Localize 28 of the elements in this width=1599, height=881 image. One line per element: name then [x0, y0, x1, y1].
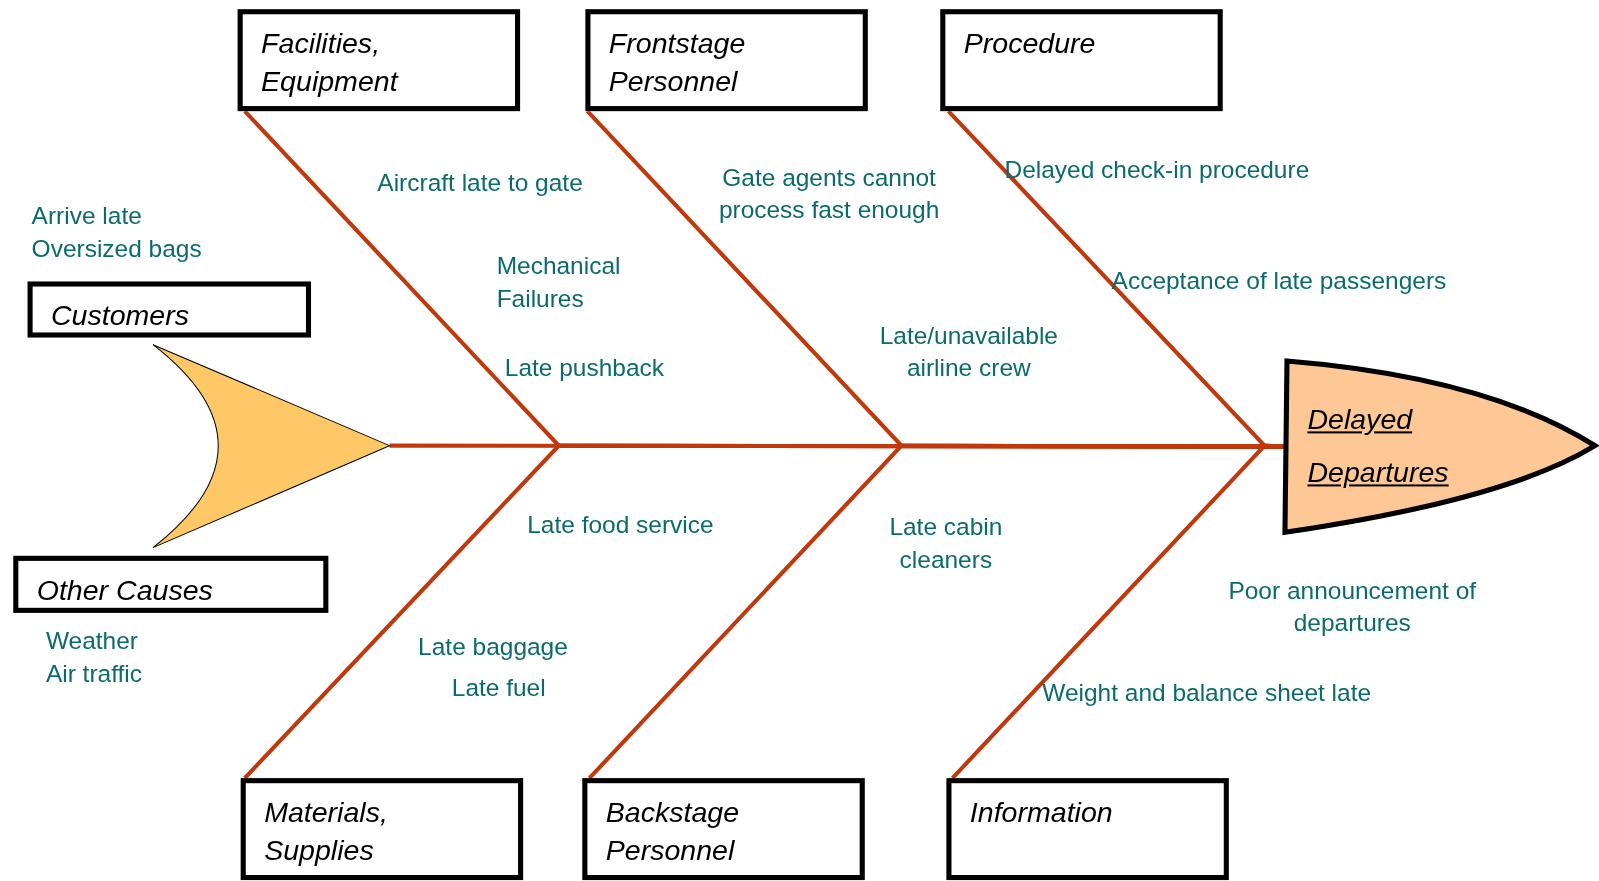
cause-text: Air traffic	[45, 658, 142, 690]
cause-text: Mechanical Failures	[496, 250, 622, 315]
cause-text: Poor announcement of departures	[1227, 575, 1478, 639]
cause-text: Late fuel	[451, 672, 546, 703]
fish-head-shape	[1282, 356, 1599, 537]
cause-text: Late/unavailable airline crew	[878, 320, 1059, 384]
cause-text: Aircraft late to gate	[377, 167, 583, 198]
cause-text: Delayed check-in procedure	[1004, 155, 1310, 186]
category-box: Other Causes	[13, 555, 329, 613]
category-box: Customers	[27, 281, 312, 338]
cause-text: Arrive late	[31, 200, 142, 232]
cause-text: Gate agents cannot process fast enough	[717, 162, 941, 226]
cause-text: Late pushback	[504, 352, 664, 384]
effect-text: Delayed Departures	[1307, 402, 1450, 491]
cause-text: Acceptance of late passengers	[1111, 265, 1447, 296]
cause-text: Late cabin cleaners	[888, 511, 1004, 576]
cause-text: Late food service	[527, 509, 714, 541]
category-box: Frontstage Personnel	[585, 9, 868, 112]
category-box: Materials, Supplies	[240, 778, 524, 881]
category-box: Facilities, Equipment	[237, 9, 521, 112]
fish-tail-shape	[150, 342, 392, 551]
cause-text: Late baggage	[418, 631, 568, 662]
cause-text: Weather	[45, 625, 138, 656]
cause-text: Oversized bags	[31, 233, 202, 265]
category-box: Backstage Personnel	[582, 778, 865, 881]
cause-text: Weight and balance sheet late	[1042, 677, 1372, 708]
category-box: Procedure	[940, 9, 1223, 112]
category-box: Information	[946, 778, 1229, 881]
